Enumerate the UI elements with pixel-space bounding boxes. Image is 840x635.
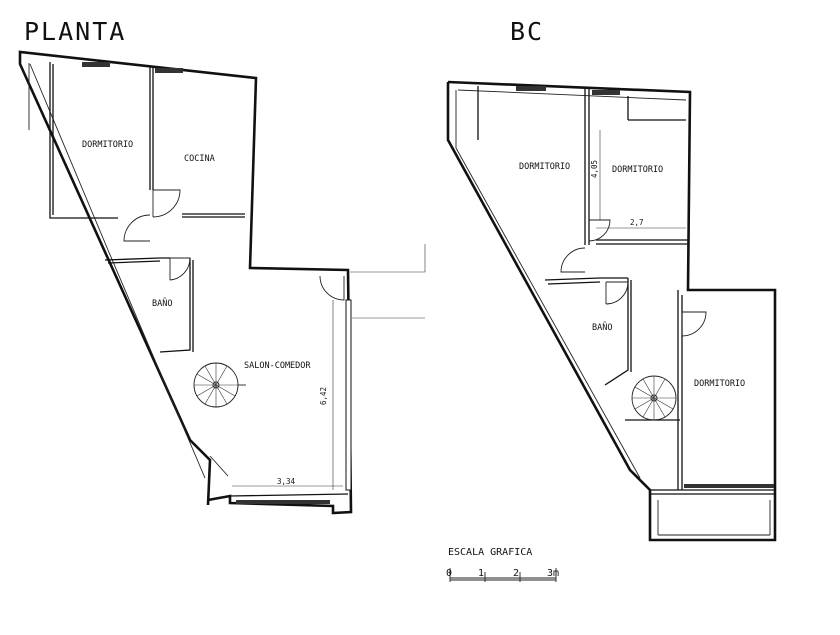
plan-title: PLANTA bbox=[24, 17, 126, 46]
plan-planta: PLANTA bbox=[18, 17, 426, 515]
dimension-height: 4,05 bbox=[590, 160, 599, 178]
scale-tick-1: 1 bbox=[478, 568, 484, 579]
plan-bc: BC bbox=[446, 17, 777, 542]
dimension-lines bbox=[596, 130, 686, 229]
terrace-lines bbox=[350, 244, 426, 319]
exterior-walls bbox=[446, 80, 777, 542]
dimension-width: 3,34 bbox=[277, 477, 296, 486]
door-swings bbox=[560, 219, 707, 337]
windows bbox=[82, 62, 352, 504]
scale-tick-3m: 3m bbox=[547, 568, 559, 579]
scale-tick-0: 0 bbox=[446, 568, 452, 579]
interior-walls bbox=[477, 86, 775, 536]
room-label-bano: BAÑO bbox=[152, 298, 172, 309]
plan-title: BC bbox=[510, 17, 544, 46]
room-label-bano: BAÑO bbox=[592, 322, 612, 333]
interior-walls bbox=[49, 62, 349, 497]
graphic-scale: ESCALA GRAFICA 0 1 2 3m bbox=[446, 547, 559, 582]
room-label-salon-comedor: SALON-COMEDOR bbox=[244, 361, 311, 371]
room-label-dormitorio: DORMITORIO bbox=[694, 379, 745, 389]
room-label-dormitorio: DORMITORIO bbox=[612, 165, 663, 175]
scale-title: ESCALA GRAFICA bbox=[448, 547, 532, 558]
spiral-stair bbox=[631, 375, 677, 421]
room-label-cocina: COCINA bbox=[184, 154, 215, 164]
scale-tick-2: 2 bbox=[513, 568, 519, 579]
dimension-width: 2,7 bbox=[630, 218, 644, 227]
room-label-dormitorio: DORMITORIO bbox=[519, 162, 570, 172]
dimension-height: 6,42 bbox=[319, 387, 328, 405]
windows bbox=[516, 86, 774, 488]
exterior-walls bbox=[18, 50, 353, 515]
door-swings bbox=[123, 189, 345, 301]
room-label-dormitorio: DORMITORIO bbox=[82, 140, 133, 150]
spiral-stair bbox=[193, 362, 246, 408]
dimension-lines bbox=[232, 300, 343, 490]
